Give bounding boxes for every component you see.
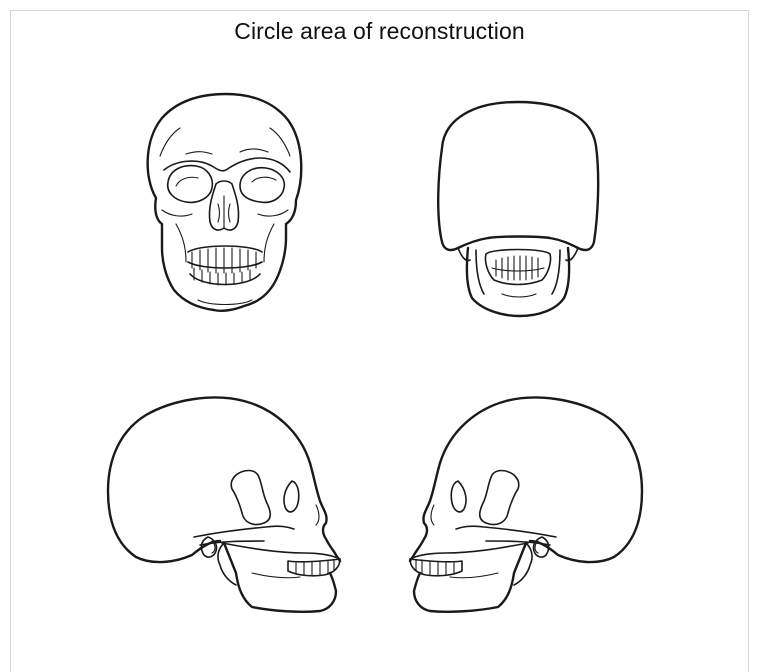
skull-front-view[interactable] [140, 92, 310, 322]
skull-left-lateral-view[interactable] [104, 395, 344, 617]
diagram-title[interactable]: Circle area of reconstruction [0, 18, 759, 45]
skull-right-lateral-view[interactable] [406, 395, 646, 617]
skull-back-view[interactable] [432, 98, 607, 320]
